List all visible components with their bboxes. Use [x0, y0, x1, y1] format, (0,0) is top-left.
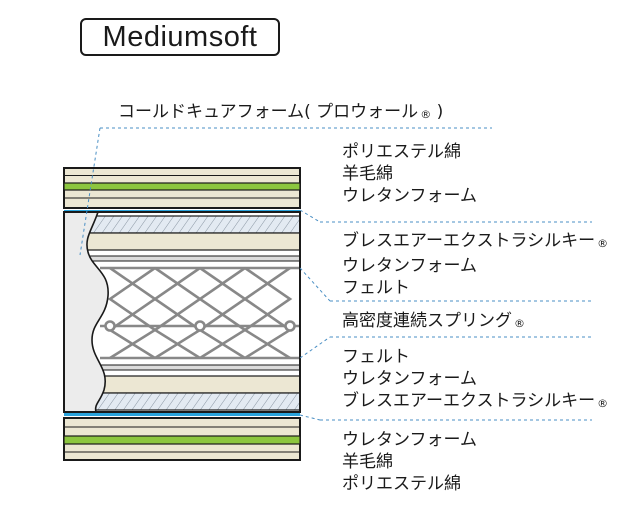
label-line: 高密度連続スプリング®	[342, 310, 525, 335]
label-text: ウレタンフォーム	[342, 369, 477, 389]
label-text: ウレタンフォーム	[342, 430, 477, 450]
core-outline	[63, 211, 301, 413]
label-text: ポリエステル綿	[342, 474, 461, 494]
label-line: フェルト	[342, 346, 608, 368]
label-line: ウレタンフォーム	[342, 429, 477, 451]
top-foam-label: コールドキュアフォーム( プロウォール® )	[118, 101, 443, 126]
label-line: ブレスエアーエクストラシルキー®	[342, 390, 608, 415]
label-group-top-comfort: ブレスエアーエクストラシルキー® ウレタンフォーム フェルト	[342, 230, 608, 299]
label-line: ブレスエアーエクストラシルキー®	[342, 230, 608, 255]
label-text: フェルト	[342, 347, 410, 367]
reg-mark: ®	[597, 397, 609, 410]
leader-lines	[79, 127, 592, 421]
label-text: ウレタンフォーム	[342, 186, 477, 206]
label-group-springs: 高密度連続スプリング®	[342, 310, 525, 335]
bottom-felt-layer	[64, 364, 300, 371]
top-foam-label-close: )	[431, 102, 444, 122]
label-line: ポリエステル綿	[342, 473, 477, 495]
label-text: ポリエステル綿	[342, 142, 461, 162]
label-text: ブレスエアーエクストラシルキー	[342, 231, 596, 251]
bottom-silky-layer	[64, 392, 300, 411]
label-line: 羊毛綿	[342, 451, 477, 473]
model-badge: Mediumsoft	[80, 18, 280, 56]
label-text: 高密度連続スプリング	[342, 311, 512, 331]
label-text: フェルト	[342, 278, 410, 298]
bottom-quilt-layer	[63, 417, 301, 461]
label-group-top-quilt: ポリエステル綿 羊毛綿 ウレタンフォーム	[342, 141, 477, 207]
label-text: ブレスエアーエクストラシルキー	[342, 391, 596, 411]
top-foam-label-reg: ®	[420, 108, 432, 121]
reg-mark: ®	[597, 237, 609, 250]
top-foam-layer	[64, 232, 300, 251]
top-foam-label-text: コールドキュアフォーム( プロウォール	[118, 102, 419, 122]
label-line: フェルト	[342, 277, 608, 299]
label-group-bottom-comfort: フェルト ウレタンフォーム ブレスエアーエクストラシルキー®	[342, 346, 608, 415]
label-line: ポリエステル綿	[342, 141, 477, 163]
mattress-core	[64, 212, 300, 412]
label-line: ウレタンフォーム	[342, 185, 477, 207]
top-quilt-layer	[63, 167, 301, 209]
spring-coils	[100, 266, 300, 360]
bottom-blue-line	[64, 413, 300, 416]
edge-support-foam	[64, 212, 109, 412]
label-line: 羊毛綿	[342, 163, 477, 185]
label-text: ウレタンフォーム	[342, 256, 477, 276]
label-text: 羊毛綿	[342, 452, 393, 472]
top-silky-layer	[64, 215, 300, 234]
top-felt-layer	[64, 255, 300, 262]
label-line: ウレタンフォーム	[342, 255, 608, 277]
reg-mark: ®	[514, 317, 525, 330]
label-group-bottom-quilt: ウレタンフォーム 羊毛綿 ポリエステル綿	[342, 429, 477, 495]
label-text: 羊毛綿	[342, 164, 393, 184]
label-line: ウレタンフォーム	[342, 368, 608, 390]
